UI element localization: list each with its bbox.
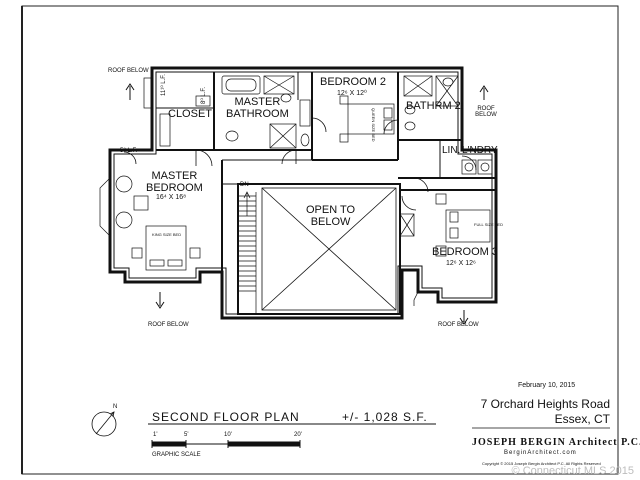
roof-arrows <box>125 83 489 325</box>
closet-lf-label-1: 11¹⁰ L.F. <box>161 74 167 96</box>
room-label-bedroom-3: BEDROOM 3 <box>432 246 499 258</box>
room-label-master-bathroom: MASTER BATHROOM <box>226 96 289 120</box>
copyright-notice: Copyright © 2015 Joseph Bergin Architect… <box>482 461 601 466</box>
roof-below-label-bottom-left: ROOF BELOW <box>148 322 189 328</box>
stair-dn-label: DN <box>240 182 249 188</box>
architect-website: BerginArchitect.com <box>504 450 577 456</box>
room-label-open-to-below: OPEN TO BELOW <box>306 204 356 228</box>
room-label-bathroom-2: BATHRM 2 <box>406 100 461 112</box>
plan-area: +/- 1,028 S.F. <box>342 410 428 424</box>
room-dimension-master-bedroom: 16⁴ X 16⁸ <box>156 194 187 201</box>
queen-bed-label: QUEEN SIZE BED <box>371 108 376 142</box>
room-label-laundry: L'NDRY <box>462 145 498 156</box>
architect-name: JOSEPH BERGIN Architect P.C. <box>472 437 640 448</box>
north-label: N <box>113 404 118 410</box>
roof-below-label-bottom-right: ROOF BELOW <box>438 322 479 328</box>
address-line-1: 7 Orchard Heights Road <box>480 397 610 411</box>
graphic-scale-label: GRAPHIC SCALE <box>152 452 201 458</box>
graphic-scale <box>151 440 301 448</box>
plan-title: SECOND FLOOR PLAN <box>152 410 300 424</box>
room-label-bedroom-2: BEDROOM 2 <box>320 76 387 88</box>
room-dimension-bedroom-3: 12⁶ X 12⁶ <box>446 260 476 267</box>
full-bed-label: FULL SIZE BED <box>474 222 503 227</box>
scale-tick-1: 1' <box>153 432 158 438</box>
scale-tick-20: 20' <box>294 432 302 438</box>
closet-lf-label-2: 8⁰ L.F. <box>201 86 207 104</box>
room-dimension-bedroom-2: 12⁶ X 12⁰ <box>337 90 367 97</box>
plan-date: February 10, 2015 <box>518 382 576 389</box>
room-label-master-bedroom: MASTER BEDROOM <box>146 170 203 194</box>
roof-below-label-top-left: ROOF BELOW <box>108 68 149 74</box>
bath-fixtures <box>221 75 493 237</box>
master-lf-label: 5⁸ L.F. <box>120 148 138 154</box>
king-bed-label: KING SIZE BED <box>152 232 182 237</box>
mls-watermark: © Connecticut MLS 2015 <box>511 465 634 477</box>
room-label-closet: CLOSET <box>168 108 213 120</box>
staircase <box>237 191 257 314</box>
roof-below-label-right: ROOF BELOW <box>475 106 497 118</box>
bay-windows <box>99 77 419 306</box>
north-arrow-icon <box>91 411 117 437</box>
address-line-2: Essex, CT <box>554 412 610 426</box>
room-label-linen: LIN. <box>442 145 461 156</box>
furniture <box>115 95 491 271</box>
scale-tick-5: 5' <box>184 432 189 438</box>
scale-tick-10: 10' <box>224 432 232 438</box>
